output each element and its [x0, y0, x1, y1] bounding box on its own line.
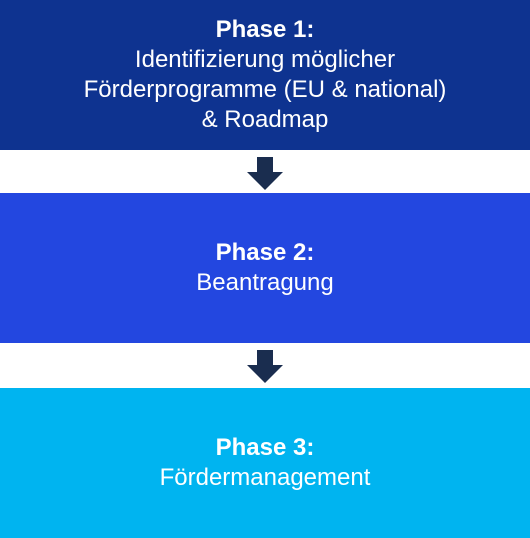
phase-1-title: Phase 1: — [215, 16, 315, 43]
down-arrow-icon — [247, 350, 283, 383]
phase-3-box: Phase 3: Fördermanagement — [0, 388, 530, 538]
down-arrow-shape — [247, 350, 283, 383]
phase-3-text: Fördermanagement — [159, 464, 371, 491]
phase-1-box: Phase 1: Identifizierung möglicher Förde… — [0, 0, 530, 150]
phase-2-text: Beantragung — [196, 269, 334, 296]
phase-1-text: Identifizierung möglicher Förderprogramm… — [83, 46, 447, 133]
phase-3-title: Phase 3: — [215, 434, 315, 461]
down-arrow-shape — [247, 157, 283, 190]
phase-2-title: Phase 2: — [215, 239, 315, 266]
phase-2-box: Phase 2: Beantragung — [0, 193, 530, 343]
down-arrow-icon — [247, 157, 283, 190]
